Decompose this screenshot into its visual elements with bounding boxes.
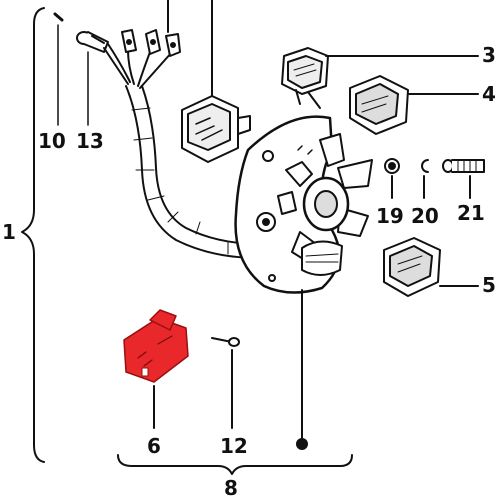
callout-part-10: 10 xyxy=(38,129,66,153)
stator-plate xyxy=(234,115,373,294)
callout-part-19: 19 xyxy=(376,204,404,228)
callout-part-5: 5 xyxy=(482,273,496,297)
screw-part-12 xyxy=(211,337,240,429)
callout-part-12: 12 xyxy=(220,434,248,458)
callout-part-6: 6 xyxy=(147,434,161,458)
callout-part-13: 13 xyxy=(76,129,104,153)
ignition-coil-top xyxy=(181,95,251,163)
callout-part-21: 21 xyxy=(457,201,485,225)
callout-part-4: 4 xyxy=(482,82,496,106)
callout-part-20: 20 xyxy=(411,204,439,228)
coil-module-part-5 xyxy=(383,237,441,297)
module-part-3 xyxy=(281,47,329,109)
connector-part-13 xyxy=(76,31,109,126)
coil-module-part-4 xyxy=(349,75,409,135)
group-bracket-bottom xyxy=(117,454,353,475)
washer-part-20 xyxy=(421,159,429,199)
callout-part-8: 8 xyxy=(224,476,238,500)
wiring-harness xyxy=(125,85,261,259)
bolt-part-21 xyxy=(442,159,485,199)
washer-part-19 xyxy=(384,158,400,199)
wire-terminals xyxy=(121,29,181,57)
callout-part-3: 3 xyxy=(482,43,496,67)
pin-part-10 xyxy=(53,12,64,126)
callout-part-1: 1 xyxy=(2,220,16,244)
highlighted-connector-part-6 xyxy=(123,309,189,429)
group-bracket-left xyxy=(21,7,45,463)
